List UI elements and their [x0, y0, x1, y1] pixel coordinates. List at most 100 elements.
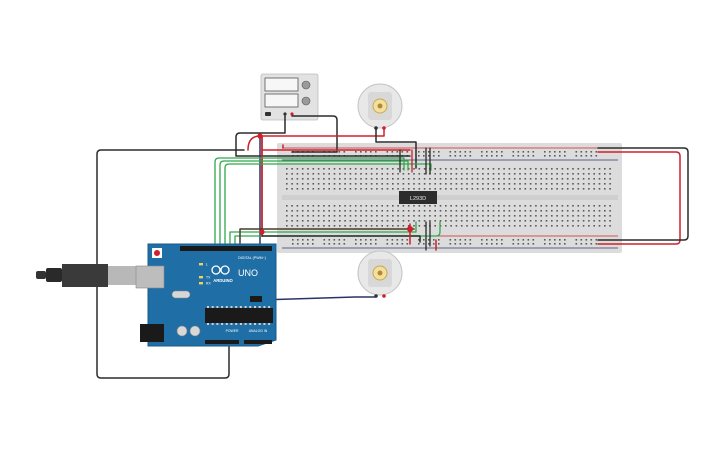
wire-gnd-loop[interactable] — [96, 149, 245, 379]
usb-cable[interactable] — [36, 264, 138, 287]
wire-green-2[interactable] — [219, 160, 409, 244]
breadboard-hole — [513, 188, 516, 190]
wire-motor-bottom-navy[interactable] — [259, 135, 377, 301]
wire-right-black-loop[interactable] — [597, 147, 689, 241]
breadboard-hole — [498, 178, 500, 180]
breadboard-hole — [376, 168, 378, 170]
breadboard-hole — [524, 220, 527, 222]
wire-ic-black-top[interactable] — [425, 147, 431, 175]
breadboard-hole — [323, 168, 325, 170]
breadboard-hole — [297, 243, 299, 245]
wire-brown[interactable] — [239, 228, 415, 244]
power-supply[interactable] — [260, 73, 319, 121]
breadboard-hole — [418, 188, 421, 190]
breadboard-hole — [449, 243, 452, 245]
breadboard-hole — [529, 210, 532, 212]
breadboard-hole — [328, 225, 330, 227]
breadboard-hole — [492, 183, 495, 185]
breadboard-hole — [561, 188, 564, 190]
breadboard-hole — [445, 178, 447, 180]
breadboard-hole — [370, 210, 373, 212]
breadboard-hole — [301, 183, 304, 185]
breadboard-hole — [333, 220, 336, 222]
arduino-reset-button[interactable] — [154, 250, 160, 256]
breadboard-hole — [459, 239, 462, 241]
chip-pin — [225, 323, 228, 325]
breadboard-hole — [307, 183, 309, 185]
breadboard-hole — [286, 183, 288, 185]
breadboard-hole — [423, 205, 426, 207]
breadboard-hole — [572, 178, 574, 180]
breadboard-hole — [513, 225, 516, 227]
wire-supply-black-2[interactable] — [291, 115, 338, 153]
breadboard-hole — [407, 178, 410, 180]
breadboard-hole — [381, 205, 383, 207]
power-supply-switch[interactable] — [265, 112, 271, 116]
breadboard-hole — [365, 151, 367, 153]
wire-ic-black-bottom[interactable] — [425, 221, 431, 251]
breadboard-hole — [438, 239, 440, 241]
breadboard-hole — [561, 215, 564, 217]
breadboard-hole — [588, 220, 590, 222]
power-supply-knob-current[interactable] — [301, 96, 311, 106]
breadboard-hole — [434, 168, 436, 170]
breadboard-hole — [381, 220, 383, 222]
breadboard-hole — [360, 178, 362, 180]
breadboard-hole — [360, 173, 362, 175]
breadboard-hole — [296, 188, 299, 190]
breadboard-hole — [344, 183, 346, 185]
breadboard-hole — [301, 178, 304, 180]
breadboard-hole — [328, 188, 330, 190]
breadboard-hole — [386, 188, 389, 190]
breadboard[interactable] — [277, 143, 622, 253]
arduino-infinity-logo — [211, 265, 230, 275]
breadboard-hole — [365, 210, 368, 212]
wire-green-3[interactable] — [224, 163, 432, 244]
breadboard-hole — [575, 239, 578, 241]
breadboard-hole — [604, 220, 606, 222]
breadboard-hole — [535, 205, 537, 207]
breadboard-hole — [471, 225, 474, 227]
breadboard-hole — [598, 220, 601, 222]
breadboard-hole — [370, 205, 373, 207]
breadboard-hole — [582, 225, 585, 227]
breadboard-hole — [522, 155, 525, 157]
wire-bottom-black[interactable] — [261, 235, 421, 243]
breadboard-hole — [582, 188, 585, 190]
wire-right-red-loop[interactable] — [597, 151, 681, 245]
breadboard-hole — [540, 225, 542, 227]
ic-chip[interactable]: L293D — [399, 191, 437, 204]
wire-green-1[interactable] — [214, 157, 405, 244]
power-supply-knob-voltage[interactable] — [301, 80, 311, 90]
breadboard-hole — [312, 225, 315, 227]
breadboard-hole — [292, 243, 294, 245]
motor-bottom[interactable] — [357, 250, 403, 298]
motor-top[interactable] — [357, 83, 403, 130]
breadboard-hole — [545, 215, 548, 217]
breadboard-hole — [604, 178, 606, 180]
breadboard-hole — [535, 178, 537, 180]
breadboard-hole — [513, 183, 516, 185]
breadboard-hole — [429, 215, 431, 217]
arduino-uno[interactable]: DIGITAL (PWM~) ARDUINO UNO L TX RX POWER… — [135, 243, 277, 347]
breadboard-hole — [491, 239, 493, 241]
wire-green-4[interactable] — [229, 221, 417, 244]
breadboard-hole — [513, 173, 516, 175]
breadboard-hole — [450, 173, 452, 175]
breadboard-hole — [365, 239, 367, 241]
breadboard-hole — [376, 188, 378, 190]
breadboard-hole — [545, 225, 548, 227]
wire-supply-negative[interactable] — [235, 115, 411, 157]
breadboard-hole — [418, 155, 420, 157]
breadboard-hole — [508, 205, 511, 207]
breadboard-hole — [291, 188, 293, 190]
wire-motor-top-black[interactable] — [375, 127, 417, 169]
wire-green-5[interactable] — [234, 221, 441, 244]
breadboard-hole — [291, 168, 293, 170]
breadboard-hole — [466, 173, 468, 175]
breadboard-hole — [471, 205, 474, 207]
breadboard-hole — [355, 151, 357, 153]
breadboard-hole — [386, 205, 389, 207]
breadboard-hole — [545, 168, 548, 170]
breadboard-hole — [492, 215, 495, 217]
